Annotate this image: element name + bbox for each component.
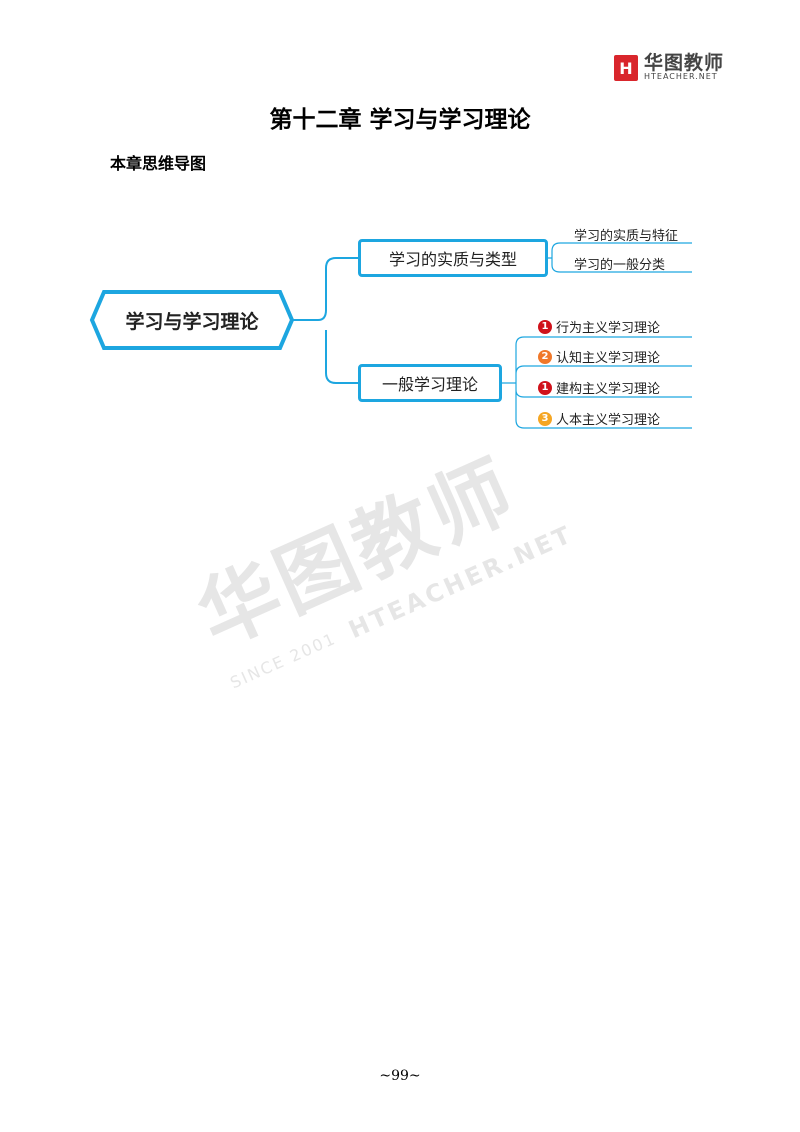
leaf-nature-features: 学习的实质与特征: [574, 229, 679, 244]
leaf-label: 行为主义学习理论: [556, 321, 661, 336]
priority-badge-icon: 1: [538, 319, 552, 334]
logo-name: 华图教师: [644, 52, 725, 74]
branch-learning-nature: 学习的实质与类型: [358, 239, 548, 277]
leaf-label: 人本主义学习理论: [556, 413, 661, 428]
leaf-theory: 1 行为主义学习理论: [538, 317, 660, 336]
leaf-general-classification: 学习的一般分类: [574, 258, 666, 273]
branch-general-theories: 一般学习理论: [358, 364, 502, 402]
root-hexagon: [89, 290, 295, 350]
leaf-theory: 1 建构主义学习理论: [538, 378, 660, 397]
page-number: ~99~: [379, 1068, 421, 1084]
leaf-label: 建构主义学习理论: [556, 382, 661, 397]
leaf-theory: 2 认知主义学习理论: [538, 347, 660, 366]
brand-logo: H 华图教师 HTEACHER.NET: [614, 54, 724, 82]
connector-branch2: [502, 336, 692, 429]
connector-root: [292, 257, 358, 384]
priority-badge-icon: 1: [538, 380, 552, 395]
priority-badge-icon: 2: [538, 349, 552, 364]
chapter-title: 第十二章 学习与学习理论: [269, 106, 531, 133]
priority-badge-icon: 3: [538, 411, 552, 426]
mindmap-root: 学习与学习理论: [125, 310, 259, 333]
connector-branch1: [548, 242, 692, 273]
logo-sub: HTEACHER.NET: [644, 72, 718, 81]
section-subtitle: 本章思维导图: [110, 154, 207, 173]
leaf-theory: 3 人本主义学习理论: [538, 409, 660, 428]
leaf-label: 认知主义学习理论: [556, 351, 661, 366]
logo-mark: H: [614, 55, 638, 81]
